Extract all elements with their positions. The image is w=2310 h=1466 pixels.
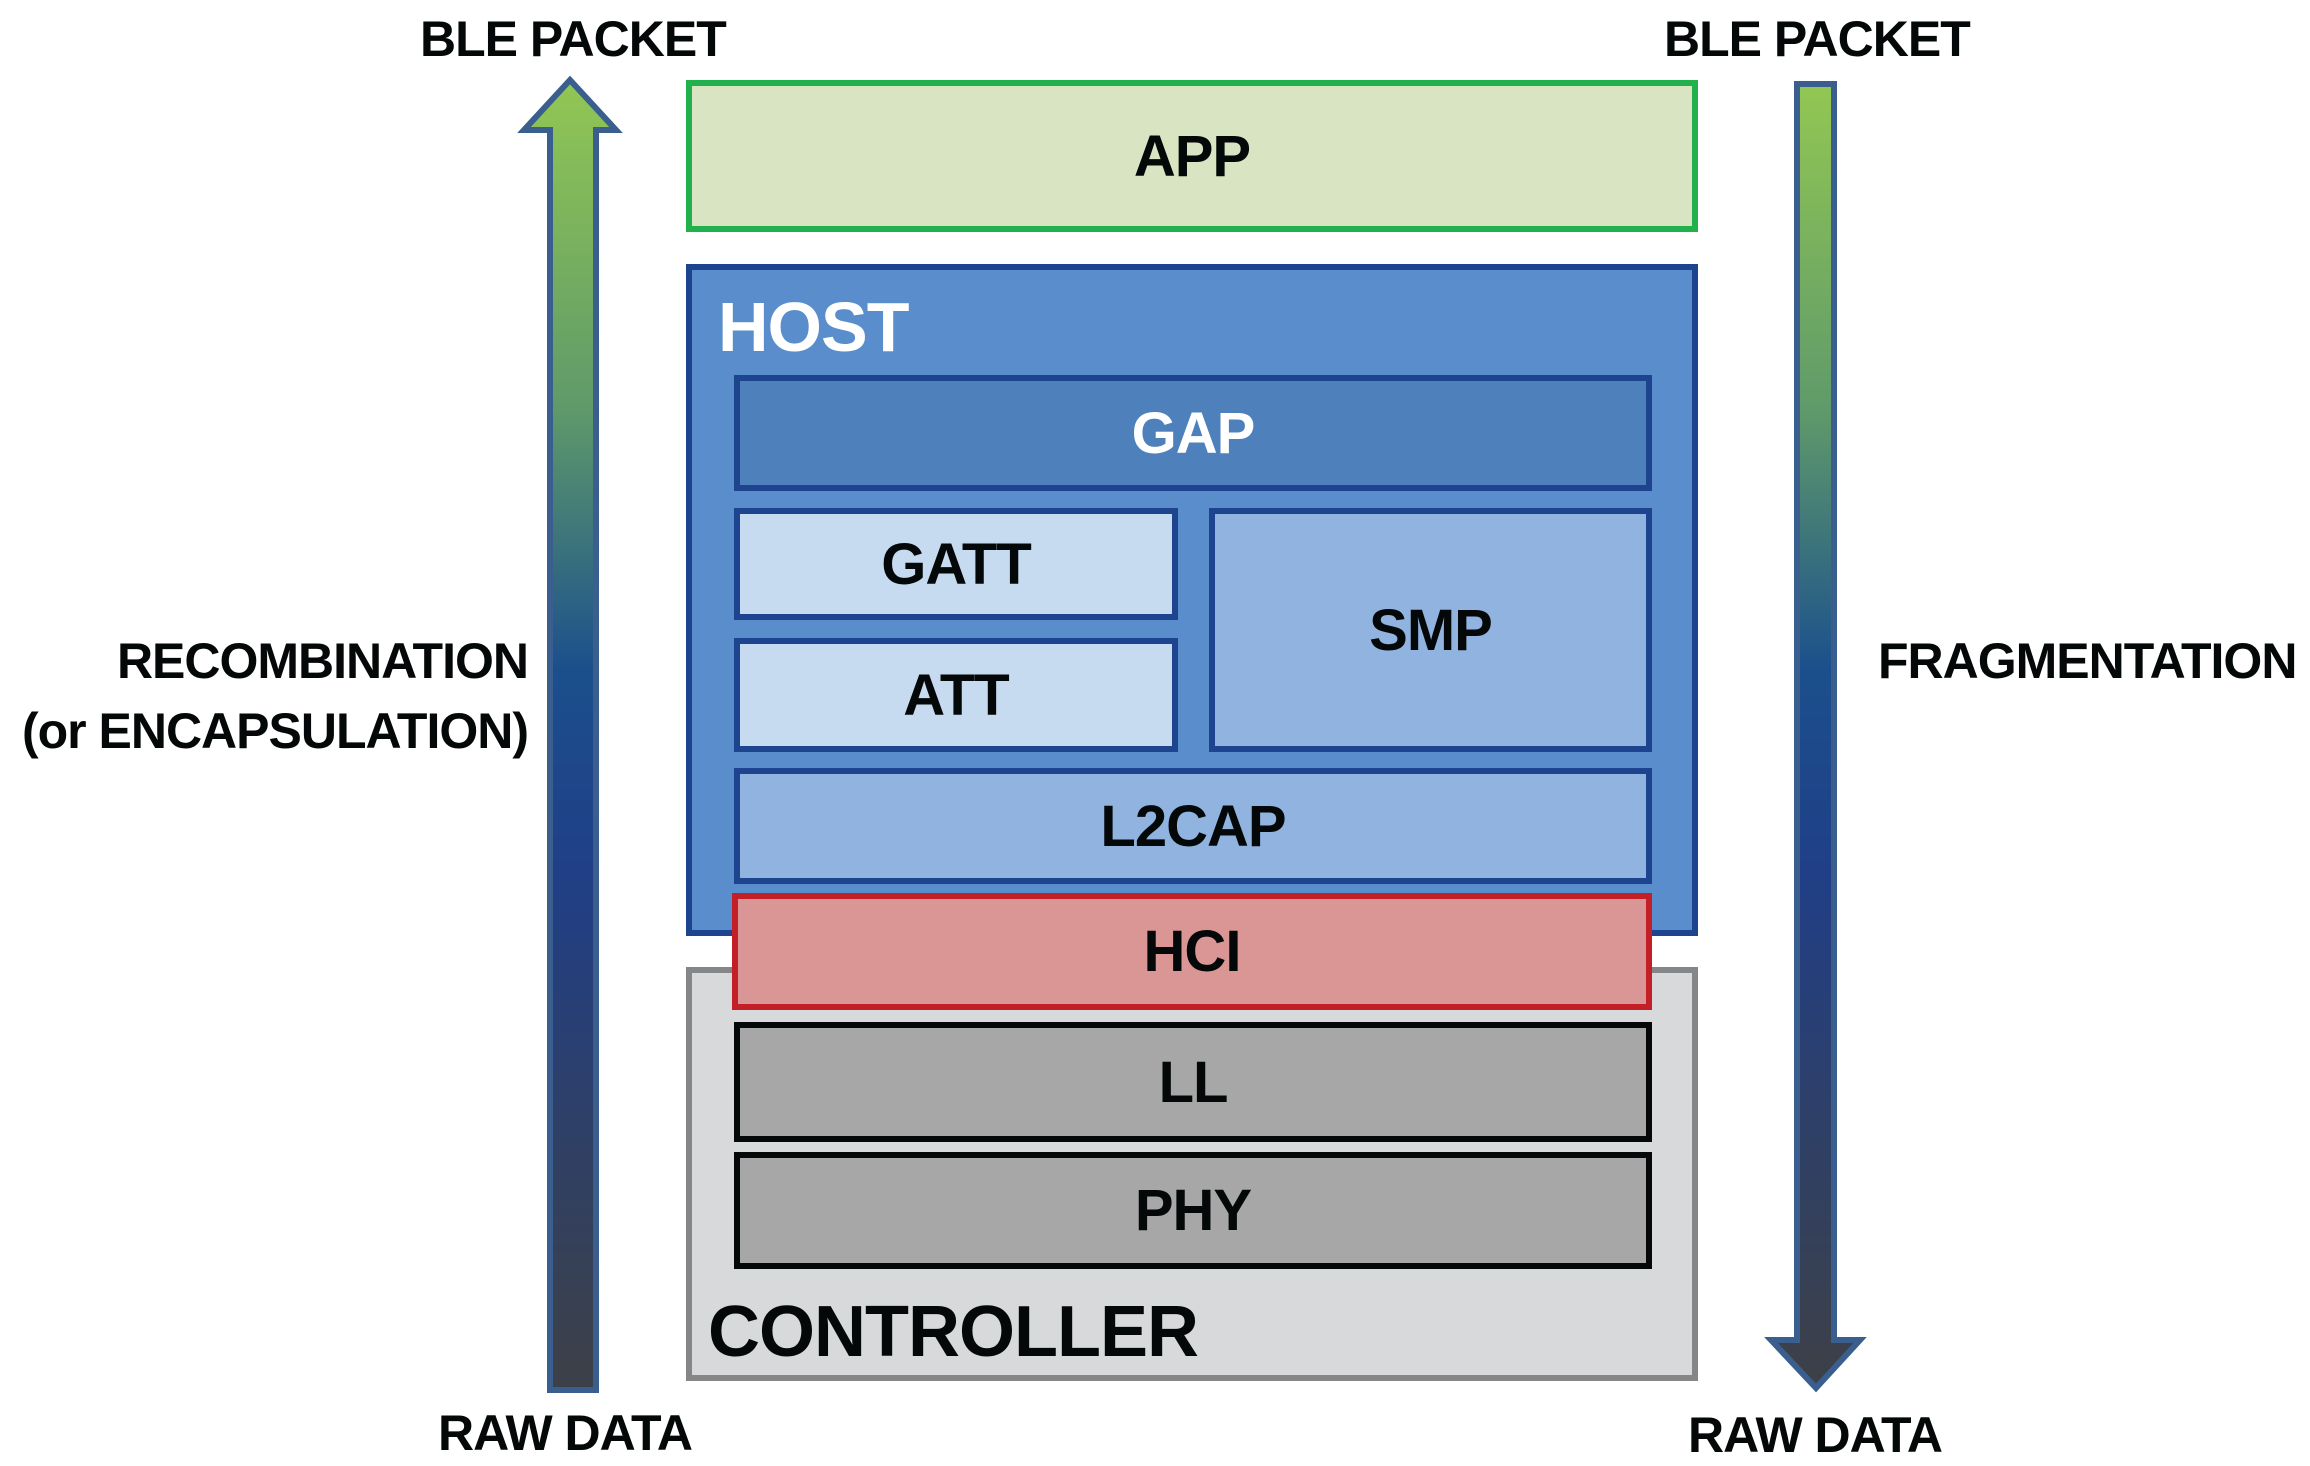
hci-label: HCI [1143,919,1242,984]
right-bottom-label: RAW DATA [1688,1407,1943,1463]
controller-title: CONTROLLER [708,1292,1199,1372]
app-label: APP [1133,123,1251,189]
recombination-arrow-up [517,75,623,1393]
phy-label: PHY [1134,1178,1252,1243]
l2cap-label: L2CAP [1100,793,1286,859]
att-label: ATT [903,662,1009,728]
ll-label: LL [1158,1049,1229,1115]
smp-label: SMP [1369,597,1493,663]
recombination-label: RECOMBINATION [116,633,529,689]
phy-layer: PHY [734,1152,1652,1269]
left-top-label: BLE PACKET [420,11,727,67]
fragmentation-label: FRAGMENTATION [1878,633,2297,689]
encapsulation-label: (or ENCAPSULATION) [21,703,529,759]
l2cap-layer: L2CAP [734,768,1652,884]
smp-layer: SMP [1209,508,1652,752]
left-bottom-label: RAW DATA [438,1405,693,1461]
hci-layer: HCI [732,893,1652,1010]
host-title: HOST [718,288,909,366]
att-layer: ATT [734,638,1178,752]
right-top-label: BLE PACKET [1664,11,1971,67]
gap-label: GAP [1131,400,1256,466]
app-layer: APP [686,80,1698,232]
gap-layer: GAP [734,375,1652,491]
ll-layer: LL [734,1022,1652,1142]
fragmentation-arrow-down [1764,81,1867,1393]
gatt-label: GATT [881,531,1032,597]
gatt-layer: GATT [734,508,1178,620]
